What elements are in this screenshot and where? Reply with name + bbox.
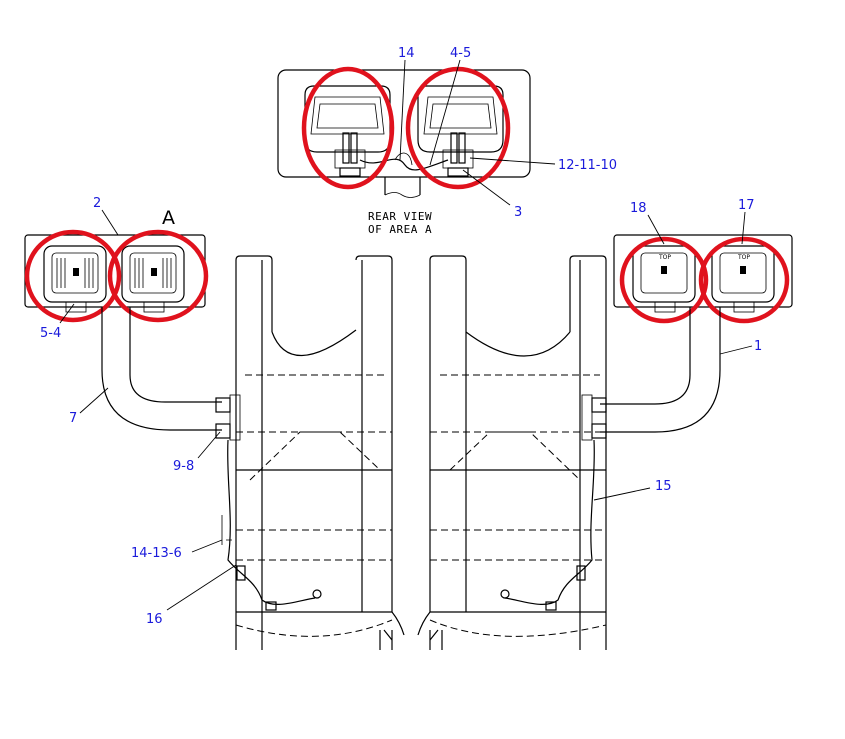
callout-14-13-6: 14-13-6 — [131, 546, 182, 561]
callout-3: 3 — [514, 205, 522, 220]
callout-labels: 14 4-5 12-11-10 3 2 5-4 7 9-8 14-13-6 16… — [40, 46, 762, 627]
callout-2: 2 — [93, 196, 101, 211]
view-title-line2: OF AREA A — [368, 223, 432, 236]
highlight-ring-left-outer — [24, 229, 122, 323]
rear-view-bracket-plate — [277, 69, 531, 178]
view-title-line1: REAR VIEW — [368, 210, 432, 223]
left-support-arm — [101, 307, 222, 431]
left-lamp-assembly: A — [24, 207, 222, 431]
callout-17: 17 — [738, 198, 755, 213]
leader-lines — [59, 59, 753, 611]
highlight-ring-right-outer — [698, 236, 790, 324]
callout-1: 1 — [754, 339, 762, 354]
callout-5-4: 5-4 — [40, 326, 61, 341]
right-harness — [504, 439, 595, 605]
callout-9-8: 9-8 — [173, 459, 194, 474]
right-lamp-assembly: TOP TOP — [600, 234, 793, 433]
highlight-ring-rear-right — [405, 66, 511, 190]
frame-left-half — [215, 255, 393, 650]
lamp-top-mark-17: TOP — [737, 254, 750, 261]
right-lamp-bracket — [613, 234, 793, 308]
right-support-arm — [600, 307, 721, 433]
area-marker: A — [162, 207, 175, 229]
lamp-top-mark-18: TOP — [658, 254, 671, 261]
highlight-ring-left-inner — [107, 229, 209, 323]
frame-right-half — [429, 255, 607, 650]
callout-14-top: 14 — [398, 46, 415, 61]
highlight-ring-right-inner — [619, 236, 709, 324]
callout-7: 7 — [69, 411, 77, 426]
callout-4-5: 4-5 — [450, 46, 471, 61]
highlight-ring-rear-left — [301, 66, 395, 190]
callout-12-11-10: 12-11-10 — [558, 158, 617, 173]
callout-18: 18 — [630, 201, 647, 216]
callout-15: 15 — [655, 479, 672, 494]
rear-view-inset: REAR VIEW OF AREA A — [277, 66, 531, 236]
callout-16: 16 — [146, 612, 163, 627]
